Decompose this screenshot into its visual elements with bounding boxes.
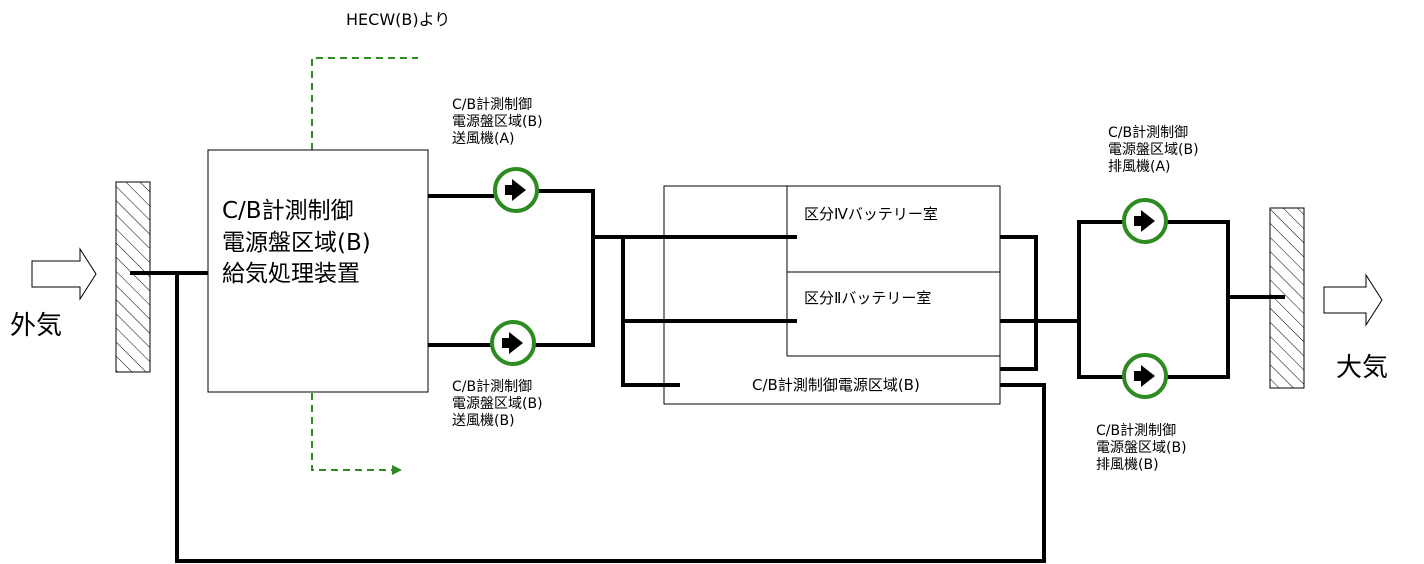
exhaust-fan-a-line3: 排風機(A)	[1108, 158, 1171, 175]
supply-fan-a-line3: 送風機(A)	[452, 130, 515, 147]
supply-fan-b-icon	[490, 320, 536, 366]
supply-fan-a-label: C/B計測制御 電源盤区域(B) 送風機(A)	[452, 97, 543, 147]
exhaust-fan-a-icon	[1122, 198, 1168, 244]
inlet-louver	[115, 181, 151, 373]
ahu-label-line3: 給気処理装置	[222, 261, 360, 288]
atmosphere-arrow	[1323, 273, 1383, 327]
exhaust-fan-a-label: C/B計測制御 電源盤区域(B) 排風機(A)	[1108, 125, 1199, 175]
exhaust-fan-a-line2: 電源盤区域(B)	[1108, 141, 1199, 158]
exhaust-fan-a-line1: C/B計測制御	[1108, 125, 1189, 141]
outside-air-label: 外気	[10, 311, 63, 341]
supply-fan-b-line3: 送風機(B)	[452, 412, 515, 429]
supply-fan-b-line2: 電源盤区域(B)	[452, 395, 543, 412]
hecw-dashed-line	[311, 57, 418, 471]
atmosphere-label: 大気	[1336, 353, 1389, 383]
room-group-box	[663, 185, 1001, 405]
supply-fan-a-line1: C/B計測制御	[452, 97, 533, 113]
ahu-label-line2: 電源盤区域(B)	[222, 229, 371, 256]
room-battery4-label: 区分Ⅳバッテリー室	[804, 205, 938, 223]
hecw-note-label: HECW(B)より	[346, 10, 451, 29]
exhaust-fan-b-line1: C/B計測制御	[1096, 423, 1177, 439]
exhaust-fan-b-line3: 排風機(B)	[1096, 456, 1159, 473]
room-power-area-label: C/B計測制御電源区域(B)	[752, 376, 920, 394]
supply-fan-a-icon	[493, 167, 539, 213]
ahu-label-line1: C/B計測制御	[222, 198, 354, 224]
exhaust-fan-b-label: C/B計測制御 電源盤区域(B) 排風機(B)	[1096, 423, 1187, 473]
supply-fan-b-label: C/B計測制御 電源盤区域(B) 送風機(B)	[452, 379, 543, 429]
outside-air-arrow	[31, 247, 97, 301]
room-battery2-label: 区分Ⅱバッテリー室	[804, 289, 932, 307]
dashed-arrowhead	[392, 465, 402, 475]
exhaust-fan-b-icon	[1122, 353, 1168, 399]
supply-fan-a-line2: 電源盤区域(B)	[452, 113, 543, 130]
ahu-label: C/B計測制御 電源盤区域(B) 給気処理装置	[222, 196, 371, 291]
exhaust-fan-b-line2: 電源盤区域(B)	[1096, 439, 1187, 456]
supply-fan-b-line1: C/B計測制御	[452, 379, 533, 395]
air-handling-unit-box	[207, 149, 429, 393]
ducts	[130, 189, 1285, 563]
